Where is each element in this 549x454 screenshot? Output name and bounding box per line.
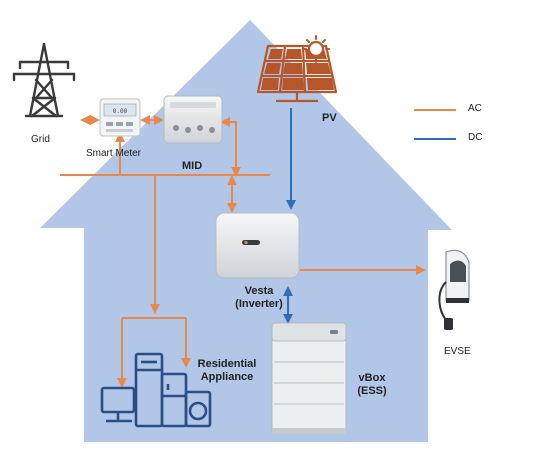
- meter-reading: 0.00: [113, 108, 128, 115]
- legend-ac-label: AC: [468, 103, 482, 114]
- legend-dc-label: DC: [468, 132, 483, 143]
- label-smart-meter: Smart Meter: [86, 148, 142, 159]
- smart-meter-icon: [99, 98, 141, 137]
- label-ess: vBox (ESS): [352, 372, 392, 398]
- label-appliance-line2: Appliance: [200, 371, 254, 383]
- label-appliance-line1: Residential: [197, 358, 257, 370]
- power-tower-icon: [12, 42, 76, 118]
- label-appliance: Residential Appliance: [192, 358, 262, 384]
- ev-charger-icon: [438, 249, 470, 330]
- battery-stack-icon: [271, 322, 347, 434]
- label-inverter: Vesta (Inverter): [224, 285, 294, 311]
- mid-switch-icon: [163, 95, 223, 144]
- ac-wire-mid-bus: [220, 117, 241, 177]
- label-pv: PV: [322, 112, 337, 124]
- home-appliance-icon: [100, 352, 212, 428]
- label-mid: MID: [182, 160, 203, 172]
- label-inverter-line1: Vesta: [244, 285, 274, 297]
- label-evse: EVSE: [444, 346, 471, 357]
- inverter-icon: [215, 212, 300, 279]
- label-ess-line1: vBox: [358, 372, 386, 384]
- solar-panel-sun-icon: [256, 35, 338, 103]
- label-grid: Grid: [31, 134, 50, 145]
- label-ess-line2: (ESS): [357, 385, 387, 397]
- label-inverter-line2: (Inverter): [235, 298, 283, 310]
